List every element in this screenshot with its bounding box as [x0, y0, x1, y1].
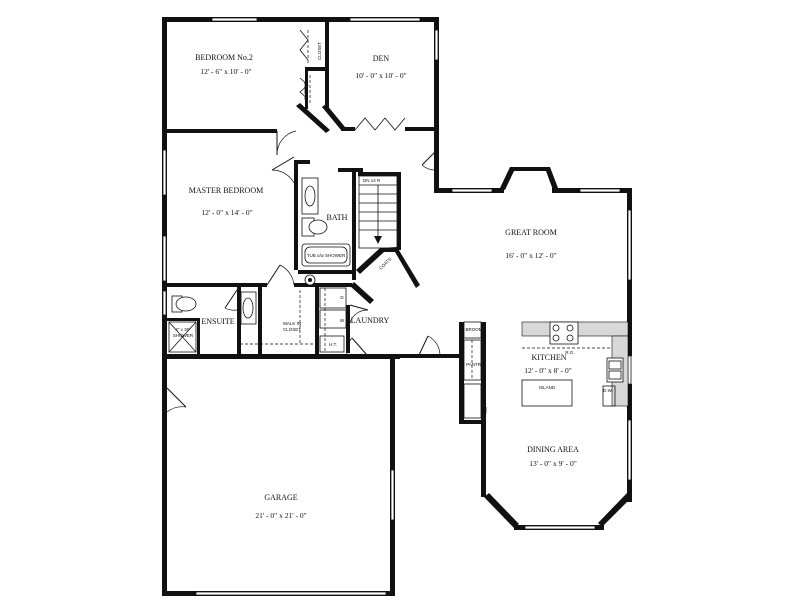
coats-label: COATS — [378, 256, 392, 270]
washer-label: W — [340, 318, 345, 323]
dryer-label: D — [340, 295, 344, 300]
dishwasher-label: D.W. — [603, 388, 613, 393]
walkin-label-1: WALK IN — [283, 321, 301, 326]
room-labels: BEDROOM No.2 12' - 6" x 10' - 0" DEN 10'… — [189, 53, 579, 520]
den-size: 10' - 0" x 10' - 0" — [355, 71, 406, 80]
ensuite-name: ENSUITE — [201, 317, 234, 326]
walkin-label-2: CLOSET — [283, 327, 301, 332]
doors — [166, 29, 441, 413]
pantry-label: PANTRY — [466, 362, 484, 367]
kitchen-size: 12' - 0" x 8' - 0" — [524, 366, 572, 375]
closet-label-2: CLOSET — [303, 82, 308, 100]
closet-label-1: CLOSET — [317, 42, 322, 60]
great-name: GREAT ROOM — [505, 228, 557, 237]
island-label: ISLAND — [539, 385, 556, 390]
dining-name: DINING AREA — [527, 445, 579, 454]
hot-tank-label: H.T. — [329, 342, 337, 347]
tub-label: TUB c/w SHOWER — [307, 253, 346, 258]
walls — [162, 17, 632, 596]
stairs-label: DN 14 R — [363, 178, 381, 183]
ref-label: REF — [483, 405, 488, 414]
shower-label-2: SHOWER — [173, 333, 194, 338]
great-size: 16' - 0" x 12' - 0" — [505, 251, 556, 260]
garage-size: 21' - 0" x 21' - 0" — [255, 511, 306, 520]
shower-label-1: 4" x 36" — [175, 327, 191, 332]
bath-name: BATH — [327, 213, 348, 222]
laundry-name: LAUNDRY — [351, 316, 390, 325]
master-name: MASTER BEDROOM — [189, 186, 263, 195]
kitchen-name: KITCHEN — [531, 353, 566, 362]
bedroom2-name: BEDROOM No.2 — [195, 53, 253, 62]
broom-label: BROOM — [465, 327, 482, 332]
fixtures — [168, 30, 629, 419]
bedroom2-size: 12' - 6" x 10' - 0" — [200, 67, 251, 76]
den-name: DEN — [373, 54, 390, 63]
dining-size: 13' - 0" x 9' - 0" — [529, 459, 577, 468]
windows — [162, 17, 632, 596]
master-size: 12' - 0" x 14' - 0" — [201, 208, 252, 217]
range-label: R.G. — [565, 350, 574, 355]
garage-name: GARAGE — [264, 493, 297, 502]
